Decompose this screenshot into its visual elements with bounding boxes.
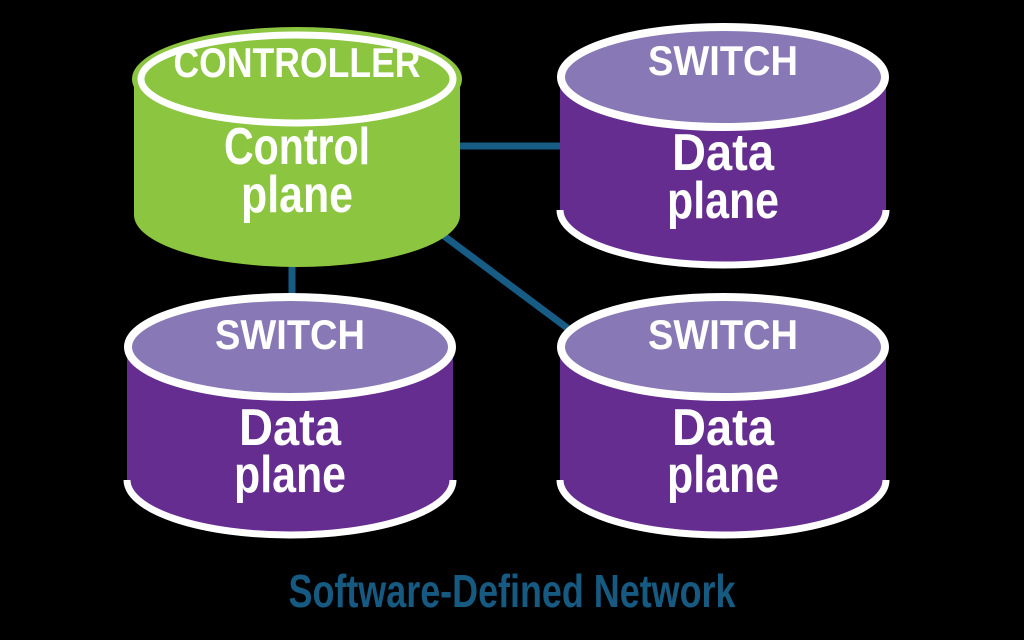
switch-bottom-right-role-label: SWITCH xyxy=(648,311,798,358)
switch-bottom-left-bottom-outline xyxy=(123,479,457,539)
controller-body xyxy=(134,79,460,267)
switch-bottom-right-plane-label-line2: plane xyxy=(667,446,779,504)
controller-plane-label-line1: Control xyxy=(224,118,370,176)
switch-top-right-node: SWITCH Data plane xyxy=(556,23,890,269)
switch-bottom-right-top-ellipse xyxy=(557,293,889,401)
link-controller-to-switch-bottom-right xyxy=(433,227,581,339)
switch-top-right-bottom-outline xyxy=(556,209,890,269)
switch-top-right-plane-label-line1: Data xyxy=(672,124,775,182)
switch-bottom-right-node: SWITCH Data plane xyxy=(556,293,890,539)
switch-bottom-left-top-ellipse xyxy=(124,293,456,401)
switch-bottom-left-node: SWITCH Data plane xyxy=(123,293,457,539)
controller-plane-label-line2: plane xyxy=(241,166,353,224)
switch-bottom-right-bottom-outline xyxy=(556,479,890,539)
controller-node: CONTROLLER Control plane xyxy=(132,27,462,267)
switch-bottom-left-plane-label-line1: Data xyxy=(239,399,342,457)
switch-bottom-left-role-label: SWITCH xyxy=(215,311,365,358)
controller-role-label: CONTROLLER xyxy=(174,39,421,86)
switch-top-right-plane-label-line2: plane xyxy=(667,172,779,230)
switch-top-right-top-ellipse xyxy=(557,23,889,131)
diagram-title: Software-Defined Network xyxy=(289,565,736,617)
switch-bottom-left-plane-label-line2: plane xyxy=(234,446,346,504)
controller-top-ellipse xyxy=(137,31,457,127)
switch-bottom-right-plane-label-line1: Data xyxy=(672,399,775,457)
switch-top-right-role-label: SWITCH xyxy=(648,37,798,84)
